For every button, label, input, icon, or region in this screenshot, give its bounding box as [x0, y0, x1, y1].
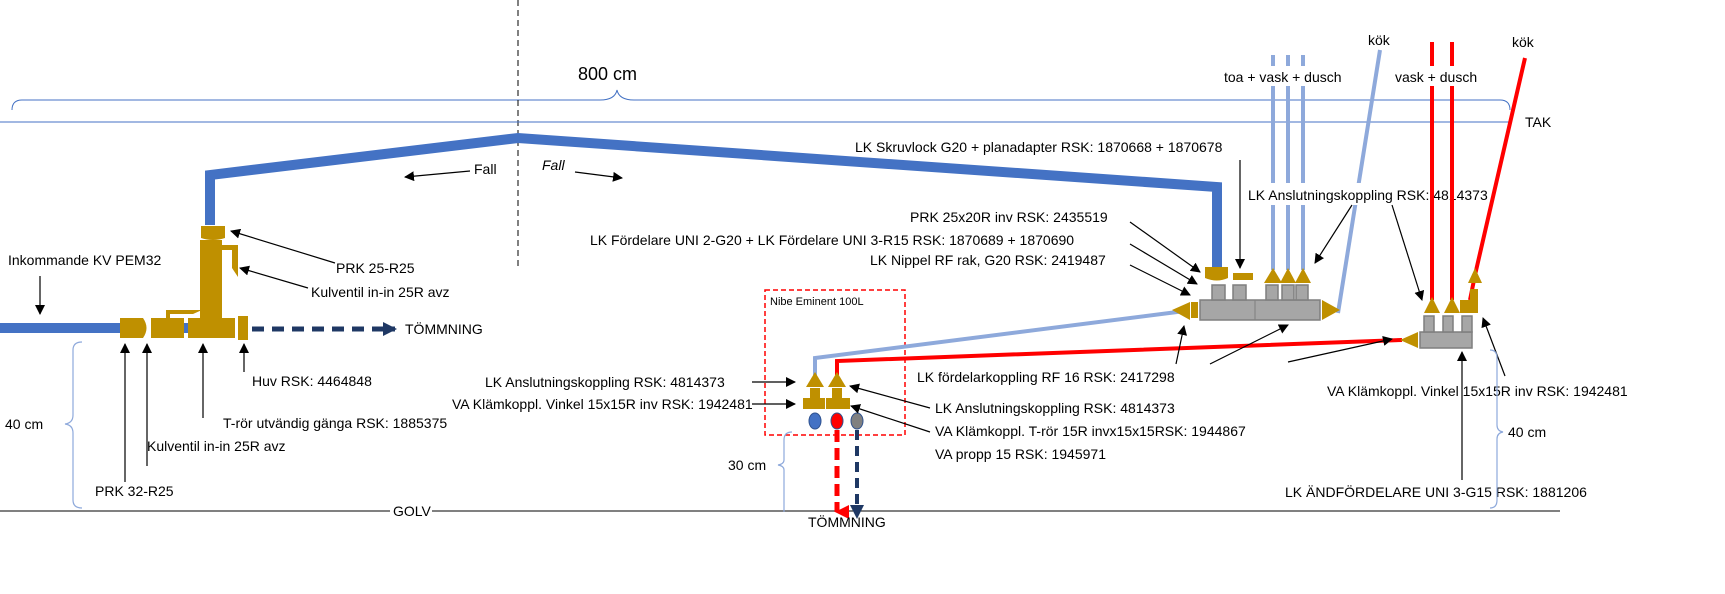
cold-group-label: toa + vask + dusch [1224, 69, 1342, 85]
ceiling-label: TAK [1525, 114, 1552, 130]
floor-label: GOLV [393, 503, 432, 519]
ball-valve-top [222, 245, 238, 277]
cold-manifold [1172, 267, 1340, 321]
heater-height-brace [777, 431, 793, 512]
hot-manifold [1400, 268, 1482, 349]
nipple-label: LK Nippel RF rak, G20 RSK: 2419487 [870, 252, 1106, 268]
right-height-brace [1489, 349, 1504, 509]
tee-label: T-rör utvändig gänga RSK: 1885375 [223, 415, 447, 431]
water-heater-label: Nibe Eminent 100L [770, 296, 864, 308]
heater-tee-arrow [850, 404, 931, 433]
screw-lock-fitting [1233, 273, 1253, 280]
heater-plug-label: VA propp 15 RSK: 1945971 [935, 446, 1106, 462]
tee-fitting [188, 318, 235, 338]
heater-tee-label: VA Klämkoppl. T-rör 15R invx15x15RSK: 19… [935, 423, 1246, 439]
manifold-coupling-arrow-2 [1209, 324, 1289, 365]
hot-from-heater [835, 338, 1403, 375]
manifold-coupling-label: LK fördelarkoppling RF 16 RSK: 2417298 [917, 369, 1175, 385]
slope-left-label: Fall [474, 161, 497, 177]
cold-to-heater [813, 309, 1186, 375]
slope-right-label: Fall [542, 157, 565, 173]
cap-label: Huv RSK: 4464848 [252, 373, 372, 389]
valve-bottom-label: Kulventil in-in 25R avz [147, 438, 286, 454]
left-height-brace [64, 341, 83, 509]
distributor-arrow [1129, 243, 1198, 285]
hot-group-label: vask + dusch [1395, 69, 1477, 85]
left-assembly [120, 226, 248, 340]
hot-elbow-arrow [1481, 317, 1506, 377]
heater-connector-right-arrow [849, 383, 931, 409]
nipple-left [1172, 302, 1190, 320]
prk-25x20-label: PRK 25x20R inv RSK: 2435519 [910, 209, 1108, 225]
slope-right-arrow [574, 171, 623, 182]
nipple-arrow [1129, 264, 1191, 296]
valve-top-label: Kulventil in-in 25R avz [311, 284, 450, 300]
ball-valve-bottom [151, 310, 202, 338]
prk-25x20-fitting [1205, 267, 1228, 281]
hot-elbow-label: VA Klämkoppl. Vinkel 15x15R inv RSK: 194… [1327, 383, 1628, 399]
heater-connector-right-label: LK Anslutningskoppling RSK: 4814373 [935, 400, 1175, 416]
prk-25x20-arrow [1129, 221, 1201, 273]
distributor-label: LK Fördelare UNI 2-G20 + LK Fördelare UN… [590, 232, 1074, 248]
hot-kitchen-riser [1468, 57, 1527, 301]
heater-connector-left-label: LK Anslutningskoppling RSK: 4814373 [485, 374, 725, 390]
cold-connector-arrow-2 [1391, 204, 1425, 301]
incoming-label: Inkommande KV PEM32 [8, 252, 162, 268]
heater-height-label: 30 cm [728, 457, 766, 473]
length-label: 800 cm [578, 64, 637, 84]
coupling-right [1322, 300, 1340, 320]
tee-vertical [200, 240, 222, 320]
drain-left-label: TÖMMNING [405, 320, 483, 337]
manifold-coupling-arrow-1 [1175, 325, 1188, 365]
screw-lock-label: LK Skruvlock G20 + planadapter RSK: 1870… [855, 139, 1223, 155]
hot-kitchen-label: kök [1512, 34, 1535, 50]
prk-25-fitting [201, 226, 225, 240]
cold-kitchen-riser [1336, 49, 1382, 314]
manifold-coupling-arrow-3 [1287, 336, 1393, 363]
main-cold-pipe [205, 132, 1222, 268]
valve-top-arrow [239, 265, 309, 289]
prk-top-label: PRK 25-R25 [336, 260, 415, 276]
heater-fittings [803, 372, 864, 430]
prk-32-fitting [120, 318, 147, 338]
cap-fitting [238, 316, 248, 340]
length-brace [11, 89, 1511, 111]
end-distributor-label: LK ÄNDFÖRDELARE UNI 3-G15 RSK: 1881206 [1285, 483, 1587, 500]
heater-elbow-left-label: VA Klämkoppl. Vinkel 15x15R inv RSK: 194… [452, 396, 753, 412]
prk-top-arrow [230, 228, 336, 264]
cold-connector-arrow-1 [1314, 204, 1353, 264]
prk-bottom-label: PRK 32-R25 [95, 483, 174, 499]
cold-connector-label: LK Anslutningskoppling RSK: 4814373 [1248, 187, 1488, 203]
heater-drain-label: TÖMMNING [808, 513, 886, 530]
slope-left-arrow [404, 170, 471, 182]
cold-kitchen-label: kök [1368, 32, 1391, 48]
left-height-label: 40 cm [5, 416, 43, 432]
right-height-label: 40 cm [1508, 424, 1546, 440]
